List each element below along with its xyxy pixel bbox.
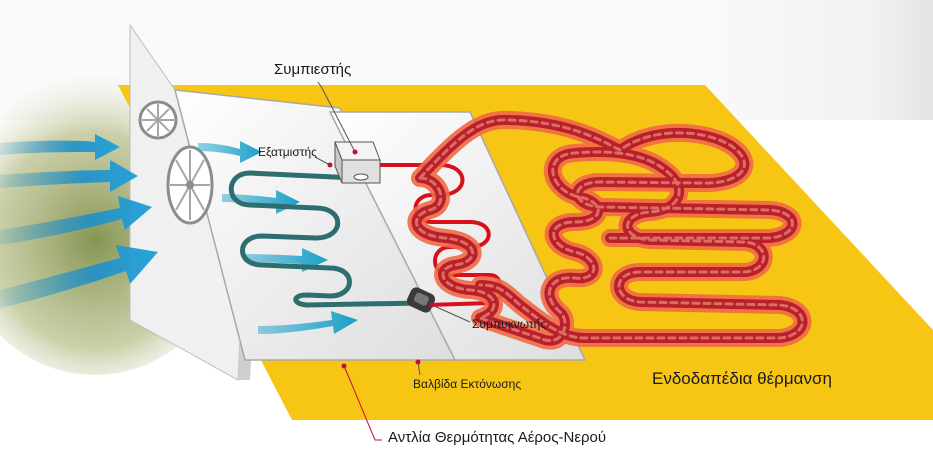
air-flow-arrow-icon bbox=[0, 134, 120, 160]
air-flow-arrow-icon bbox=[0, 245, 158, 308]
valve-marker bbox=[415, 359, 421, 365]
condenser-marker bbox=[429, 302, 435, 308]
compressor-leader-line bbox=[321, 87, 356, 153]
compressor-leader-line bbox=[317, 81, 323, 89]
fan-icon bbox=[138, 100, 178, 140]
evaporator-label: Εξατμιστής bbox=[258, 145, 317, 159]
condenser-leader-line bbox=[431, 304, 471, 323]
evaporator-coil bbox=[228, 170, 423, 308]
evaporator-marker bbox=[327, 162, 333, 168]
expansion-valve-label: Βαλβίδα Εκτόνωσης bbox=[413, 377, 522, 391]
evaporator-leader-line bbox=[314, 156, 331, 166]
air-flow-arrow-icon bbox=[0, 196, 152, 245]
floor-heating-pipe-texture bbox=[415, 118, 804, 343]
floor-heating-label: Ενδοδαπέδια θέρμανση bbox=[652, 369, 832, 388]
air-flow-arrow-icon bbox=[258, 311, 358, 334]
condenser-label: Συμπυκνωτής bbox=[472, 317, 547, 331]
compressor bbox=[334, 141, 381, 184]
compressor-marker bbox=[352, 149, 358, 155]
air-flow-arrow-icon bbox=[198, 141, 262, 163]
refrigerant-hot-line bbox=[373, 163, 504, 307]
heat-pump-marker bbox=[341, 363, 347, 369]
wall bbox=[700, 0, 933, 120]
expansion-valve bbox=[406, 287, 436, 313]
air-flow-arrow-icon bbox=[0, 160, 138, 192]
heat-pump-leader-line bbox=[343, 365, 382, 441]
fan-icon bbox=[166, 145, 214, 225]
compressor-label: Συμπιεστής bbox=[274, 61, 352, 78]
heat-pump-label: Αντλία Θερμότητας Αέρος-Νερού bbox=[388, 429, 607, 446]
